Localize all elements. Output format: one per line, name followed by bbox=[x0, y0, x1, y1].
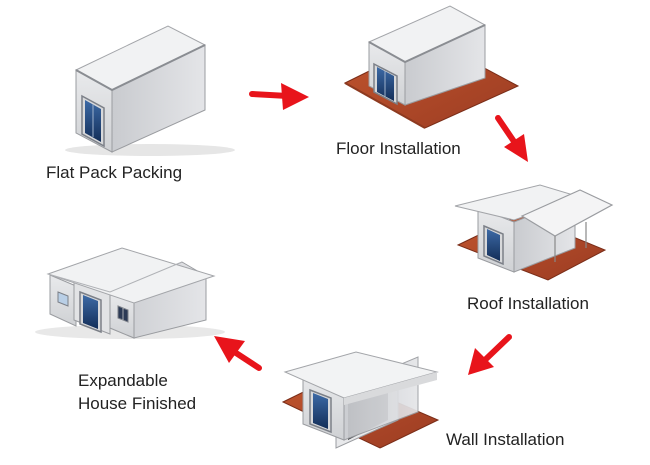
wall-installation-illustration bbox=[281, 351, 440, 449]
finished-house-illustration bbox=[35, 247, 225, 339]
step-label-line: Expandable bbox=[78, 371, 168, 390]
door-icon bbox=[81, 94, 105, 148]
step-label-expandable-house-finished: Expandable House Finished bbox=[78, 369, 196, 415]
arrow-up-left-icon bbox=[214, 336, 262, 371]
step-label-roof-installation: Roof Installation bbox=[467, 294, 589, 313]
floor-installation-illustration bbox=[343, 5, 520, 129]
window-icon bbox=[57, 291, 69, 307]
arrow-down-left-icon bbox=[468, 334, 512, 375]
door-icon bbox=[79, 290, 102, 334]
door-icon bbox=[483, 224, 504, 266]
flat-pack-container-illustration bbox=[65, 25, 235, 156]
door-icon bbox=[373, 62, 398, 106]
roof-installation-illustration bbox=[454, 184, 614, 281]
arrow-right-icon bbox=[249, 83, 309, 110]
step-label-flat-pack-packing: Flat Pack Packing bbox=[46, 163, 183, 182]
window-icon bbox=[117, 305, 129, 323]
step-label-line: House Finished bbox=[78, 394, 197, 413]
step-label-floor-installation: Floor Installation bbox=[336, 139, 461, 158]
step-label-wall-installation: Wall Installation bbox=[446, 430, 565, 449]
door-icon bbox=[309, 388, 332, 434]
arrow-down-right-icon bbox=[495, 115, 528, 162]
